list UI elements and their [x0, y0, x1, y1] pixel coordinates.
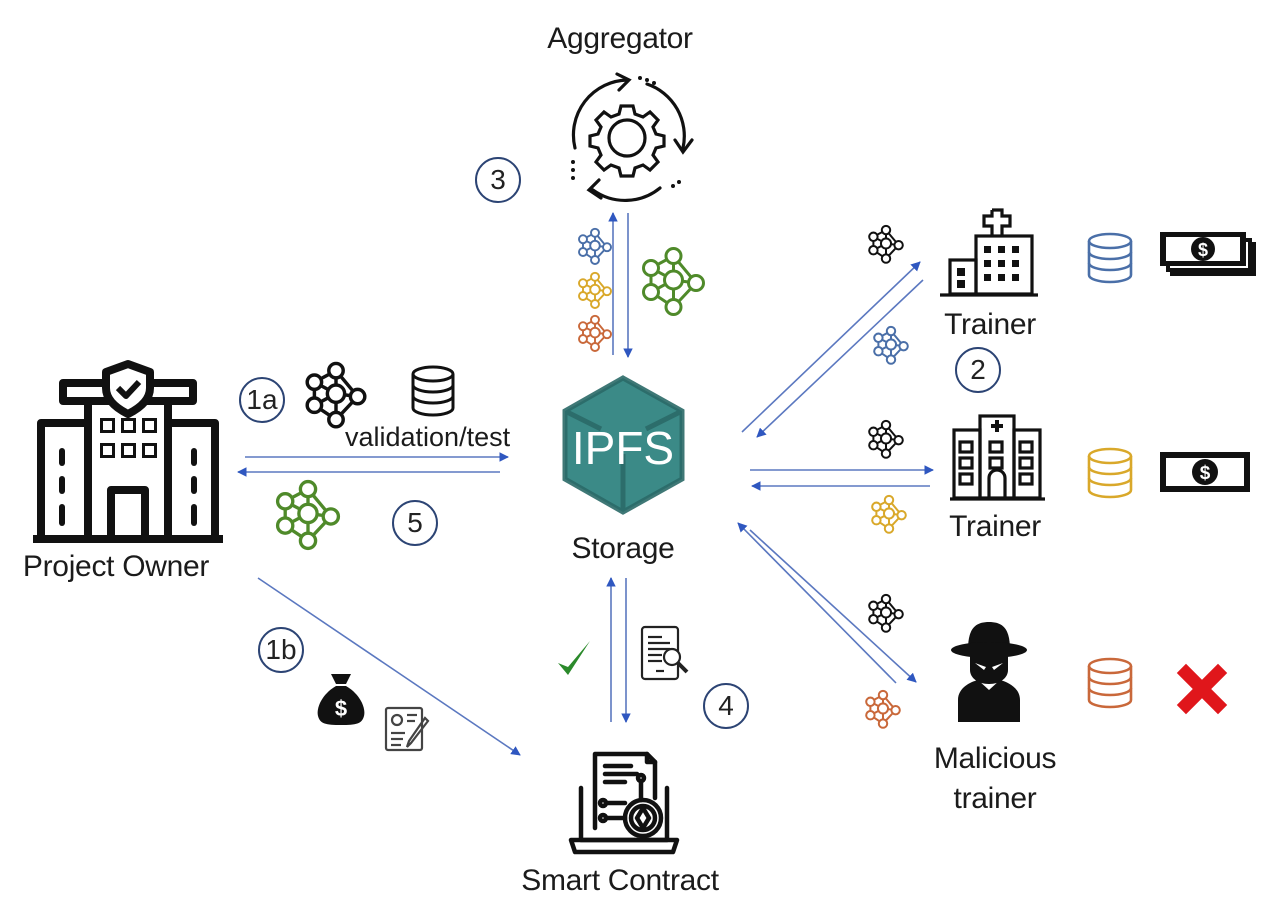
neural-network-icon-yellow-trainer2-out: [871, 494, 907, 534]
malicious-trainer-label-line2: trainer: [953, 782, 1037, 815]
neural-network-icon-black: [305, 361, 367, 429]
validation-test-label: validation/test: [345, 422, 511, 452]
cross-icon: [1176, 663, 1228, 715]
neural-network-icon-black-trainer2-in: [868, 419, 904, 459]
database-icon-yellow: [1087, 447, 1133, 499]
svg-text:$: $: [1198, 240, 1208, 260]
smart-contract-label: Smart Contract: [521, 864, 719, 897]
ipfs-cube-icon: IPFS: [562, 375, 685, 515]
neural-network-icon-green: [275, 479, 341, 551]
svg-text:$: $: [335, 696, 347, 721]
arrow-owner-to-contract: [257, 577, 521, 756]
hospital-icon-trainer2: [950, 414, 1045, 501]
trainer-2-label: Trainer: [949, 510, 1041, 543]
storage-label: Storage: [571, 532, 675, 565]
neural-network-icon-orange-malicious-out: [865, 689, 901, 729]
ipfs-logo-text: IPFS: [572, 422, 674, 474]
money-bill-icon: $: [1160, 452, 1250, 492]
svg-text:$: $: [1200, 463, 1211, 484]
step-4-badge: 4: [703, 683, 749, 729]
neural-network-icon-black-malicious-in: [868, 593, 904, 633]
project-owner-label: Project Owner: [22, 550, 210, 583]
arrow-trainer1-to-storage: [756, 279, 924, 438]
neural-network-icon-blue-trainer1-out: [873, 325, 909, 365]
gear-cycle-icon: [571, 72, 694, 202]
neural-network-icon-yellow: [578, 271, 612, 309]
arrow-storage-to-malicious: [749, 529, 917, 683]
contract-edit-icon: [384, 706, 430, 752]
step-5-badge: 5: [392, 500, 438, 546]
building-shield-icon: [33, 360, 223, 543]
database-icon-black: [411, 365, 455, 417]
arrow-malicious-to-storage: [737, 522, 897, 684]
step-2-badge: 2: [955, 347, 1001, 393]
document-search-icon: [640, 625, 689, 681]
neural-network-icon-blue: [578, 227, 612, 265]
money-bag-icon: $: [317, 674, 365, 725]
neural-network-icon-orange: [578, 314, 612, 352]
step-1a-badge: 1a: [239, 377, 285, 423]
neural-network-icon-black-trainer1-in: [868, 224, 904, 264]
neural-network-icon-green-aggregated: [642, 247, 705, 316]
malicious-trainer-label-line1: Malicious: [933, 742, 1057, 775]
smart-contract-laptop-icon: [568, 751, 680, 855]
arrow-storage-to-trainer1: [741, 261, 921, 433]
money-bills-stack-icon: $: [1160, 232, 1256, 276]
trainer-1-label: Trainer: [944, 308, 1036, 341]
database-icon-blue: [1087, 232, 1133, 284]
step-1b-badge: 1b: [258, 627, 304, 673]
aggregator-label: Aggregator: [547, 22, 693, 55]
database-icon-orange: [1087, 657, 1133, 709]
hospital-icon-trainer1: [940, 208, 1038, 297]
checkmark-icon: [558, 641, 590, 675]
step-3-badge: 3: [475, 157, 521, 203]
spy-icon: [951, 622, 1027, 722]
